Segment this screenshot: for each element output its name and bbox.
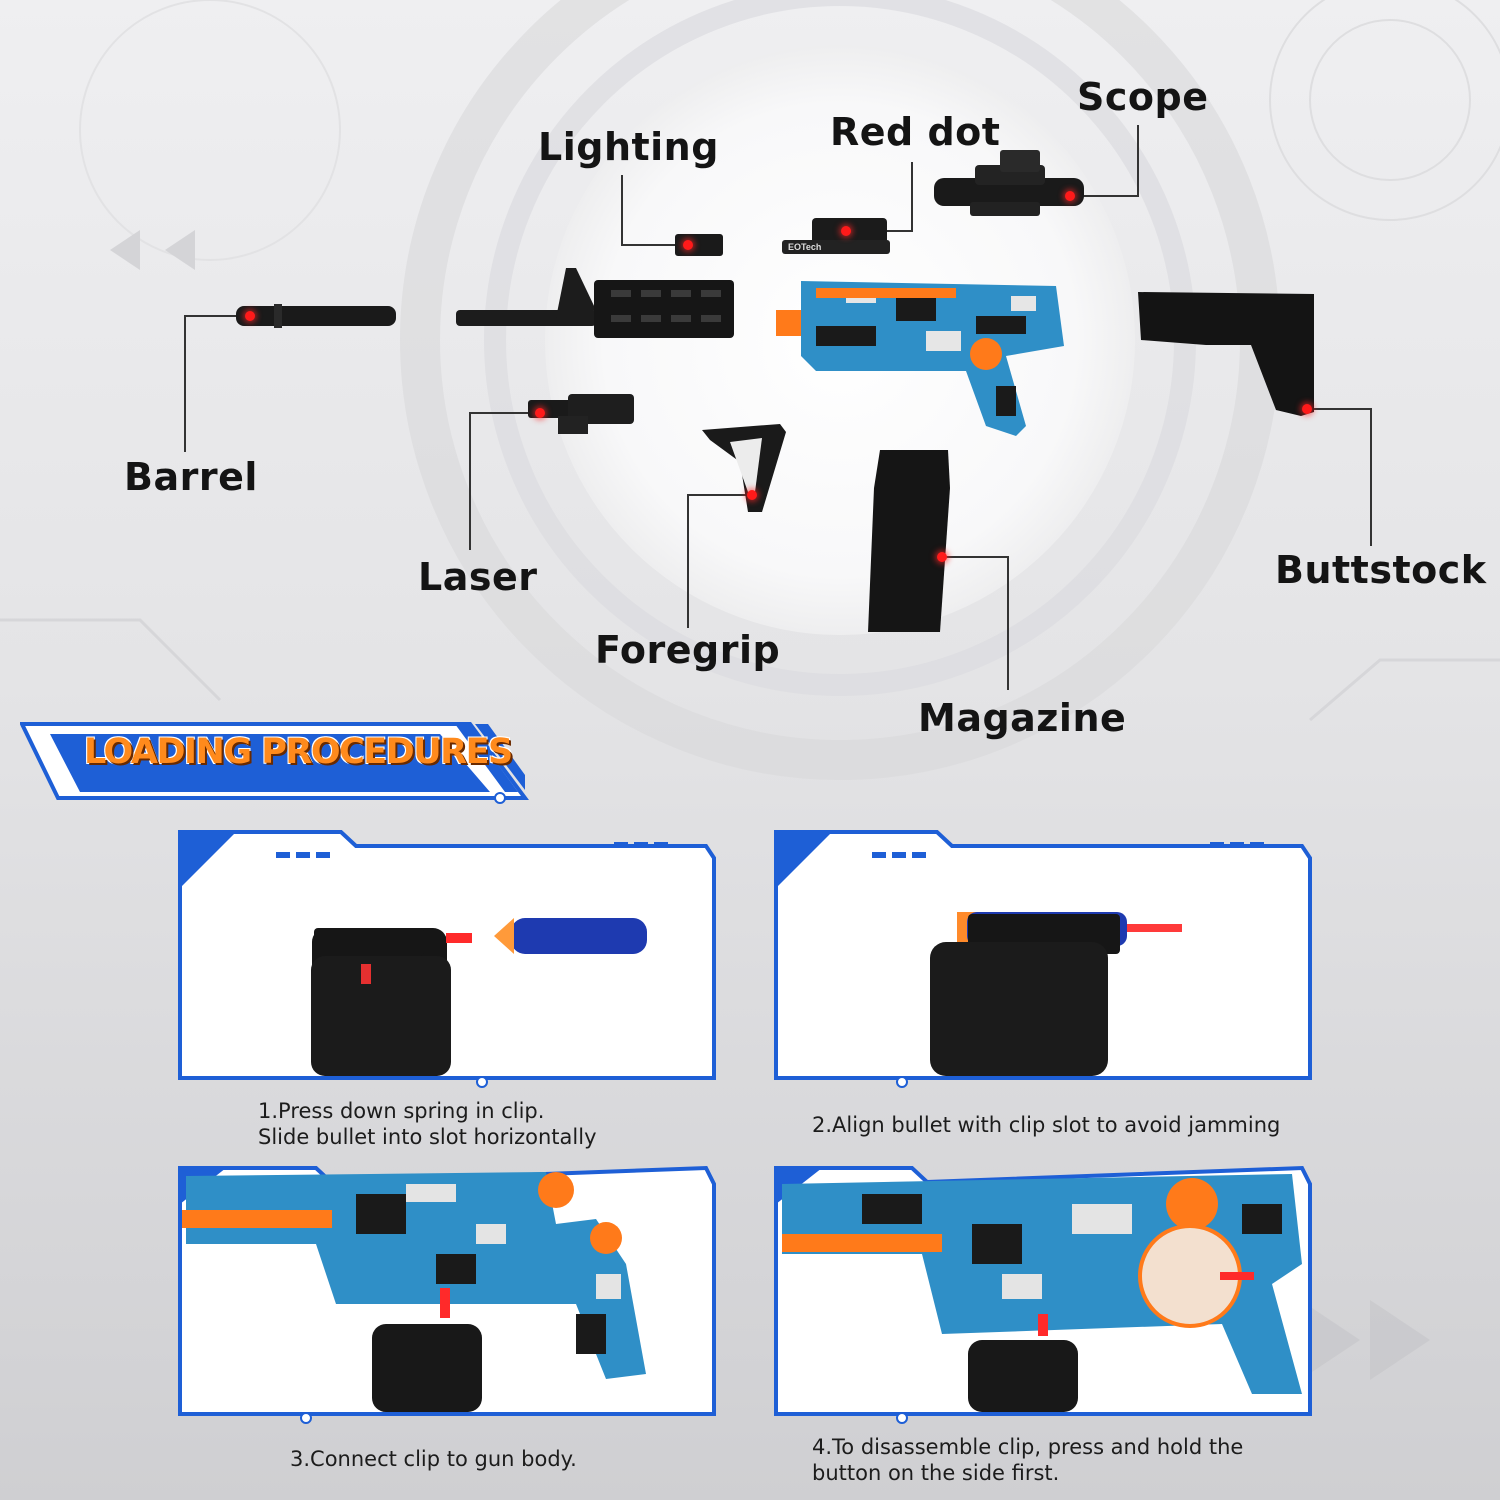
gun-body-part bbox=[776, 281, 1064, 436]
magazine-label: Magazine bbox=[918, 696, 1127, 740]
lighting-label: Lighting bbox=[538, 125, 719, 169]
buttstock-marker bbox=[1302, 404, 1312, 414]
barrel-part bbox=[236, 304, 396, 328]
foregrip-part bbox=[702, 424, 786, 512]
step3-panel bbox=[178, 1165, 716, 1424]
scope-part bbox=[934, 150, 1084, 216]
lighting-part bbox=[675, 234, 723, 256]
scope-label: Scope bbox=[1077, 75, 1209, 119]
red-dot-marker bbox=[841, 226, 851, 236]
laser-label: Laser bbox=[418, 555, 538, 599]
step4-line1: 4.To disassemble clip, press and hold th… bbox=[812, 1435, 1244, 1459]
buttstock-label: Buttstock bbox=[1275, 548, 1487, 592]
red-dot-brand-text: EOTech bbox=[788, 242, 822, 252]
buttstock-part bbox=[1138, 292, 1314, 416]
red-dot-label: Red dot bbox=[830, 110, 1001, 154]
step1-line2: Slide bullet into slot horizontally bbox=[258, 1125, 597, 1149]
foregrip-label: Foregrip bbox=[595, 628, 781, 672]
barrel-marker bbox=[245, 311, 255, 321]
magazine-part bbox=[868, 450, 950, 632]
red-dot-part bbox=[782, 218, 890, 254]
section-title: LOADING PROCEDURES bbox=[84, 732, 513, 772]
step4-line2: button on the side first. bbox=[812, 1461, 1060, 1485]
handguard-part bbox=[456, 268, 734, 338]
foregrip-marker bbox=[747, 490, 757, 500]
barrel-label: Barrel bbox=[124, 455, 258, 499]
section-banner bbox=[20, 722, 529, 804]
laser-marker bbox=[535, 408, 545, 418]
step4-caption: 4.To disassemble clip, press and hold th… bbox=[812, 1434, 1243, 1486]
step2-caption: 2.Align bullet with clip slot to avoid j… bbox=[812, 1112, 1280, 1138]
step1-line1: 1.Press down spring in clip. bbox=[258, 1099, 545, 1123]
step2-line1: 2.Align bullet with clip slot to avoid j… bbox=[812, 1113, 1281, 1137]
step3-line1: 3.Connect clip to gun body. bbox=[290, 1447, 577, 1471]
magazine-marker bbox=[937, 552, 947, 562]
step4-panel bbox=[774, 1165, 1312, 1424]
lighting-marker bbox=[683, 240, 693, 250]
step1-caption: 1.Press down spring in clip. Slide bulle… bbox=[258, 1098, 597, 1150]
step2-panel bbox=[774, 830, 1312, 1088]
step3-caption: 3.Connect clip to gun body. bbox=[290, 1446, 577, 1472]
scope-marker bbox=[1065, 191, 1075, 201]
step1-panel bbox=[178, 830, 716, 1088]
